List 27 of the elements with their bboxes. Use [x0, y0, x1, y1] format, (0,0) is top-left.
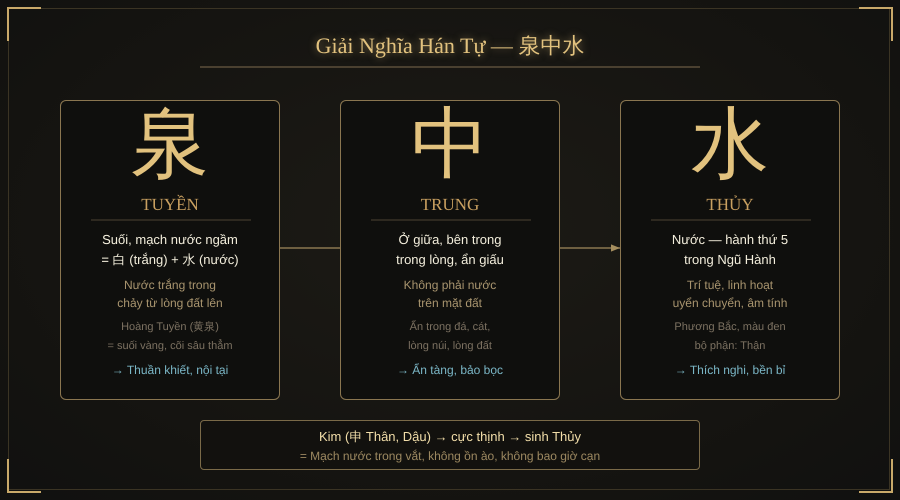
title: Giải Nghĩa Hán Tự — 泉中水 — [316, 32, 584, 60]
note-text: Ẩn trong đá, cát, lòng núi, lòng đất — [408, 319, 492, 354]
arrow — [560, 244, 620, 252]
note-box — [200, 420, 700, 470]
definition-text: Nước — hành thứ 5 trong Ngũ Hành — [672, 231, 788, 269]
explanation-text: = Mạch nước trong vắt, không ồn ào, không bao giờ cạn — [300, 448, 600, 464]
definition-text: Ở giữa, bên trong trong lòng, ẩn giấu — [396, 231, 504, 269]
meaning-text: Trí tuệ, linh hoạt uyển chuyển, âm tính — [672, 277, 788, 312]
note-text: Phương Bắc, màu đen bộ phận: Thận — [674, 320, 786, 354]
hanzi-character: 泉 — [131, 104, 209, 184]
summary-text: → Thuần khiết, nội tại — [112, 362, 228, 379]
romanization: THỦY — [706, 194, 754, 216]
relation-text: Kim (申 Thân, Dậu) → cực thịnh → sinh Thủy — [318, 428, 582, 446]
definition-text: Suối, mạch nước ngầm = 白 (trắng) + 水 (nước) — [101, 231, 239, 269]
card — [60, 100, 280, 400]
hanzi-character: 水 — [691, 104, 769, 184]
hanzi-character: 中 — [411, 104, 489, 184]
connector-line — [280, 247, 340, 249]
note-text: Hoàng Tuyền (黄泉) = suối vàng, cõi sâu thẳm — [107, 320, 233, 354]
card — [620, 100, 840, 400]
meaning-text: Nước trắng trong chảy từ lòng đất lên — [117, 277, 223, 312]
romanization: TRUNG — [420, 194, 480, 216]
card — [340, 100, 560, 400]
summary-text: → Thích nghi, bền bỉ — [674, 362, 786, 379]
romanization: TUYỀN — [141, 194, 199, 216]
summary-text: → Ẩn tàng, bảo bọc — [396, 362, 504, 379]
meaning-text: Không phải nước trên mặt đất — [404, 277, 496, 312]
